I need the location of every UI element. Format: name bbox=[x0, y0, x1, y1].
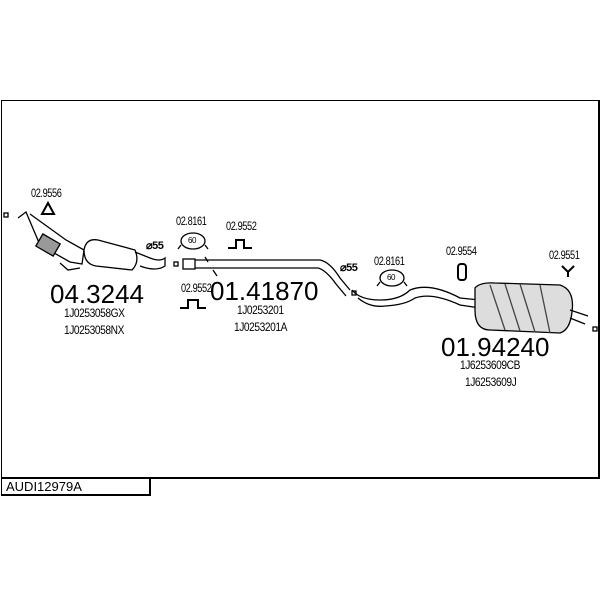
rear-muffler bbox=[351, 282, 589, 334]
accessory-label: 02.9552 bbox=[181, 283, 212, 295]
connector-marker bbox=[3, 212, 9, 218]
accessory-label: 02.9552 bbox=[226, 221, 257, 233]
accessory-label: 02.8161 bbox=[374, 256, 405, 268]
bracket-icon bbox=[561, 265, 575, 277]
oe-reference: 1J0253058GX bbox=[64, 306, 125, 320]
hanger-icon bbox=[180, 299, 206, 309]
oe-reference: 1J6253609CB bbox=[460, 358, 520, 372]
accessory-label: 02.8161 bbox=[176, 216, 207, 228]
middle-pipe bbox=[182, 256, 351, 297]
diameter-label: ⌀55 bbox=[340, 262, 358, 274]
accessory-label: 02.9554 bbox=[446, 246, 477, 258]
connector-marker bbox=[592, 326, 598, 332]
connector-marker bbox=[351, 290, 357, 296]
oe-reference: 1J6253609J bbox=[465, 375, 517, 389]
oe-reference: 1J0253201 bbox=[237, 303, 284, 317]
hanger-icon bbox=[228, 239, 252, 249]
connector-marker bbox=[173, 261, 179, 267]
part-number: 04.3244 bbox=[50, 279, 144, 309]
oe-reference: 1J0253058NX bbox=[64, 323, 124, 337]
front-pipe-catalyst bbox=[17, 210, 166, 271]
mount-icon bbox=[457, 263, 467, 281]
clamp-size: 60 bbox=[188, 236, 196, 245]
accessory-label: 02.9556 bbox=[31, 188, 62, 200]
diameter-label: ⌀55 bbox=[146, 240, 164, 252]
part-number: 01.94240 bbox=[441, 332, 550, 362]
diagram-code: AUDI12979A bbox=[1, 477, 151, 496]
gasket-icon bbox=[40, 200, 56, 215]
oe-reference: 1J0253201A bbox=[234, 320, 288, 334]
clamp-size: 60 bbox=[387, 273, 395, 282]
diagram-frame bbox=[1, 100, 600, 479]
clamp-icon bbox=[376, 269, 408, 287]
part-number: 01.41870 bbox=[210, 276, 319, 306]
clamp-icon bbox=[177, 232, 209, 250]
accessory-label: 02.9551 bbox=[549, 250, 580, 262]
